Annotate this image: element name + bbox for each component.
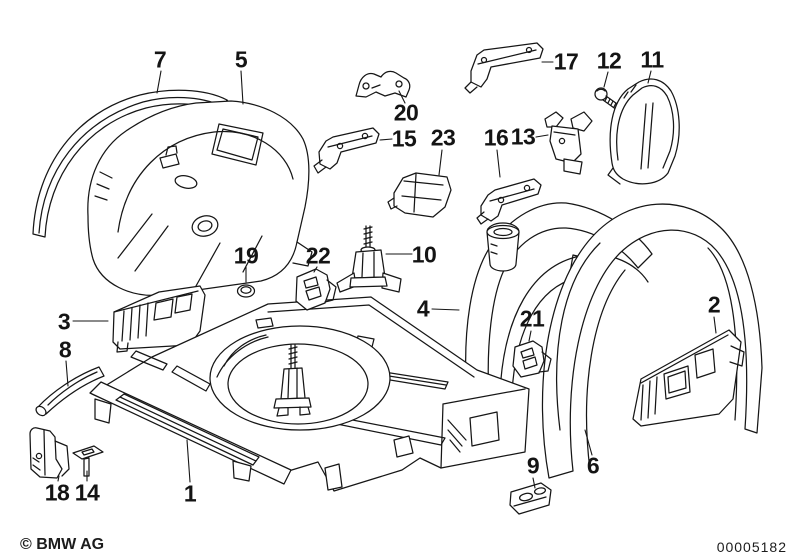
document-number: 00005182 — [716, 539, 787, 555]
callout-23: 23 — [430, 124, 456, 151]
callout-11: 11 — [640, 46, 664, 73]
copyright-notice: © BMW AG — [20, 536, 105, 553]
callout-5: 5 — [234, 46, 248, 73]
part-14-clip — [72, 445, 104, 477]
part-8-support-rod — [35, 366, 105, 417]
part-13-bracket — [544, 111, 593, 175]
callout-13: 13 — [510, 123, 536, 150]
part-22-clip — [295, 268, 337, 311]
callout-7: 7 — [153, 46, 167, 73]
part-10-spare-wheel-clamp — [336, 225, 402, 293]
part-15-bracket — [313, 127, 380, 174]
part-16-bracket — [476, 178, 542, 225]
callout-8: 8 — [58, 336, 72, 363]
part-5-wheelhouse-section — [87, 100, 313, 297]
part-21-clip — [512, 340, 552, 378]
part-19-plug — [236, 284, 256, 298]
part-6-wheel-arch — [541, 203, 763, 479]
callout-2: 2 — [707, 291, 721, 318]
callout-17: 17 — [553, 48, 579, 75]
part-18-bracket — [29, 427, 70, 479]
callout-14: 14 — [74, 479, 100, 506]
callout-12: 12 — [596, 47, 622, 74]
callout-4: 4 — [416, 295, 430, 322]
callout-19: 19 — [233, 242, 259, 269]
part-23-bracket — [387, 172, 452, 218]
part-2-side-panel — [632, 329, 745, 427]
callout-21: 21 — [519, 305, 545, 332]
part-20-bracket — [355, 70, 411, 98]
part-3-sill-trim — [112, 285, 206, 353]
callout-10: 10 — [411, 241, 437, 268]
callout-1: 1 — [183, 480, 197, 507]
callout-20: 20 — [393, 99, 419, 126]
callout-15: 15 — [391, 125, 417, 152]
callout-3: 3 — [57, 308, 71, 335]
callout-6: 6 — [586, 452, 600, 479]
callout-16: 16 — [483, 124, 509, 151]
part-9-bracket — [509, 482, 552, 515]
callout-9: 9 — [526, 452, 540, 479]
part-11-closing-panel — [607, 78, 680, 185]
leader-lines — [57, 61, 717, 489]
part-17-bracket — [464, 42, 544, 94]
part-1-floor-panel — [89, 296, 530, 492]
callout-22: 22 — [305, 242, 331, 269]
callout-18: 18 — [44, 479, 70, 506]
